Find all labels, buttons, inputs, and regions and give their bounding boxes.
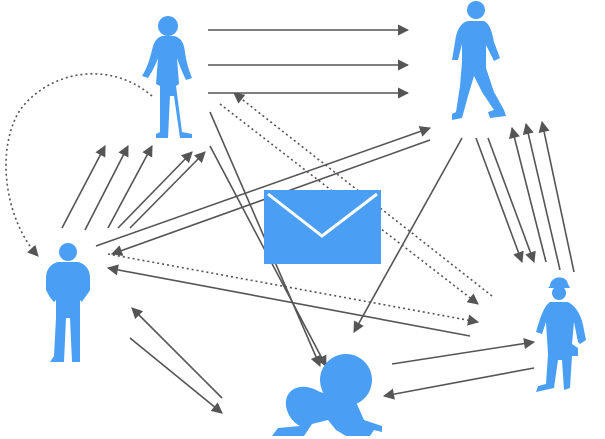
walking-man-icon — [452, 1, 506, 120]
arrow-man-to-woman-5 — [129, 151, 206, 229]
crawling-baby-icon — [272, 354, 382, 436]
dotted-arrow-man-to-worker — [107, 253, 480, 326]
worker-icon — [536, 277, 586, 392]
arrow-man-to-woman-1 — [61, 145, 106, 229]
arrow-man-to-woman-3 — [107, 145, 153, 229]
arrow-baby-to-worker — [391, 338, 536, 365]
arrow-worker-to-baby — [382, 367, 535, 400]
arrow-worker-to-man — [106, 264, 471, 337]
arrow-walker-to-worker-1 — [475, 137, 524, 264]
arrow-worker-to-walker-2 — [522, 122, 561, 271]
dotted-arrow-woman-to-man — [5, 73, 153, 257]
arrow-baby-to-man — [131, 307, 223, 399]
arrow-man-to-baby — [129, 337, 223, 414]
envelope-icon — [264, 190, 381, 264]
woman-figure-icon — [142, 16, 192, 138]
arrow-man-to-woman-4 — [117, 151, 193, 229]
arrow-walker-to-baby — [353, 137, 463, 333]
arrows — [61, 24, 575, 414]
arrow-walker-to-worker-2 — [487, 137, 536, 264]
standing-man-icon — [46, 243, 90, 362]
arrow-man-to-walker — [95, 126, 432, 247]
arrow-worker-to-walker-3 — [538, 120, 575, 273]
arrow-man-to-woman-2 — [84, 145, 129, 231]
arrow-worker-to-walker-1 — [509, 126, 547, 263]
